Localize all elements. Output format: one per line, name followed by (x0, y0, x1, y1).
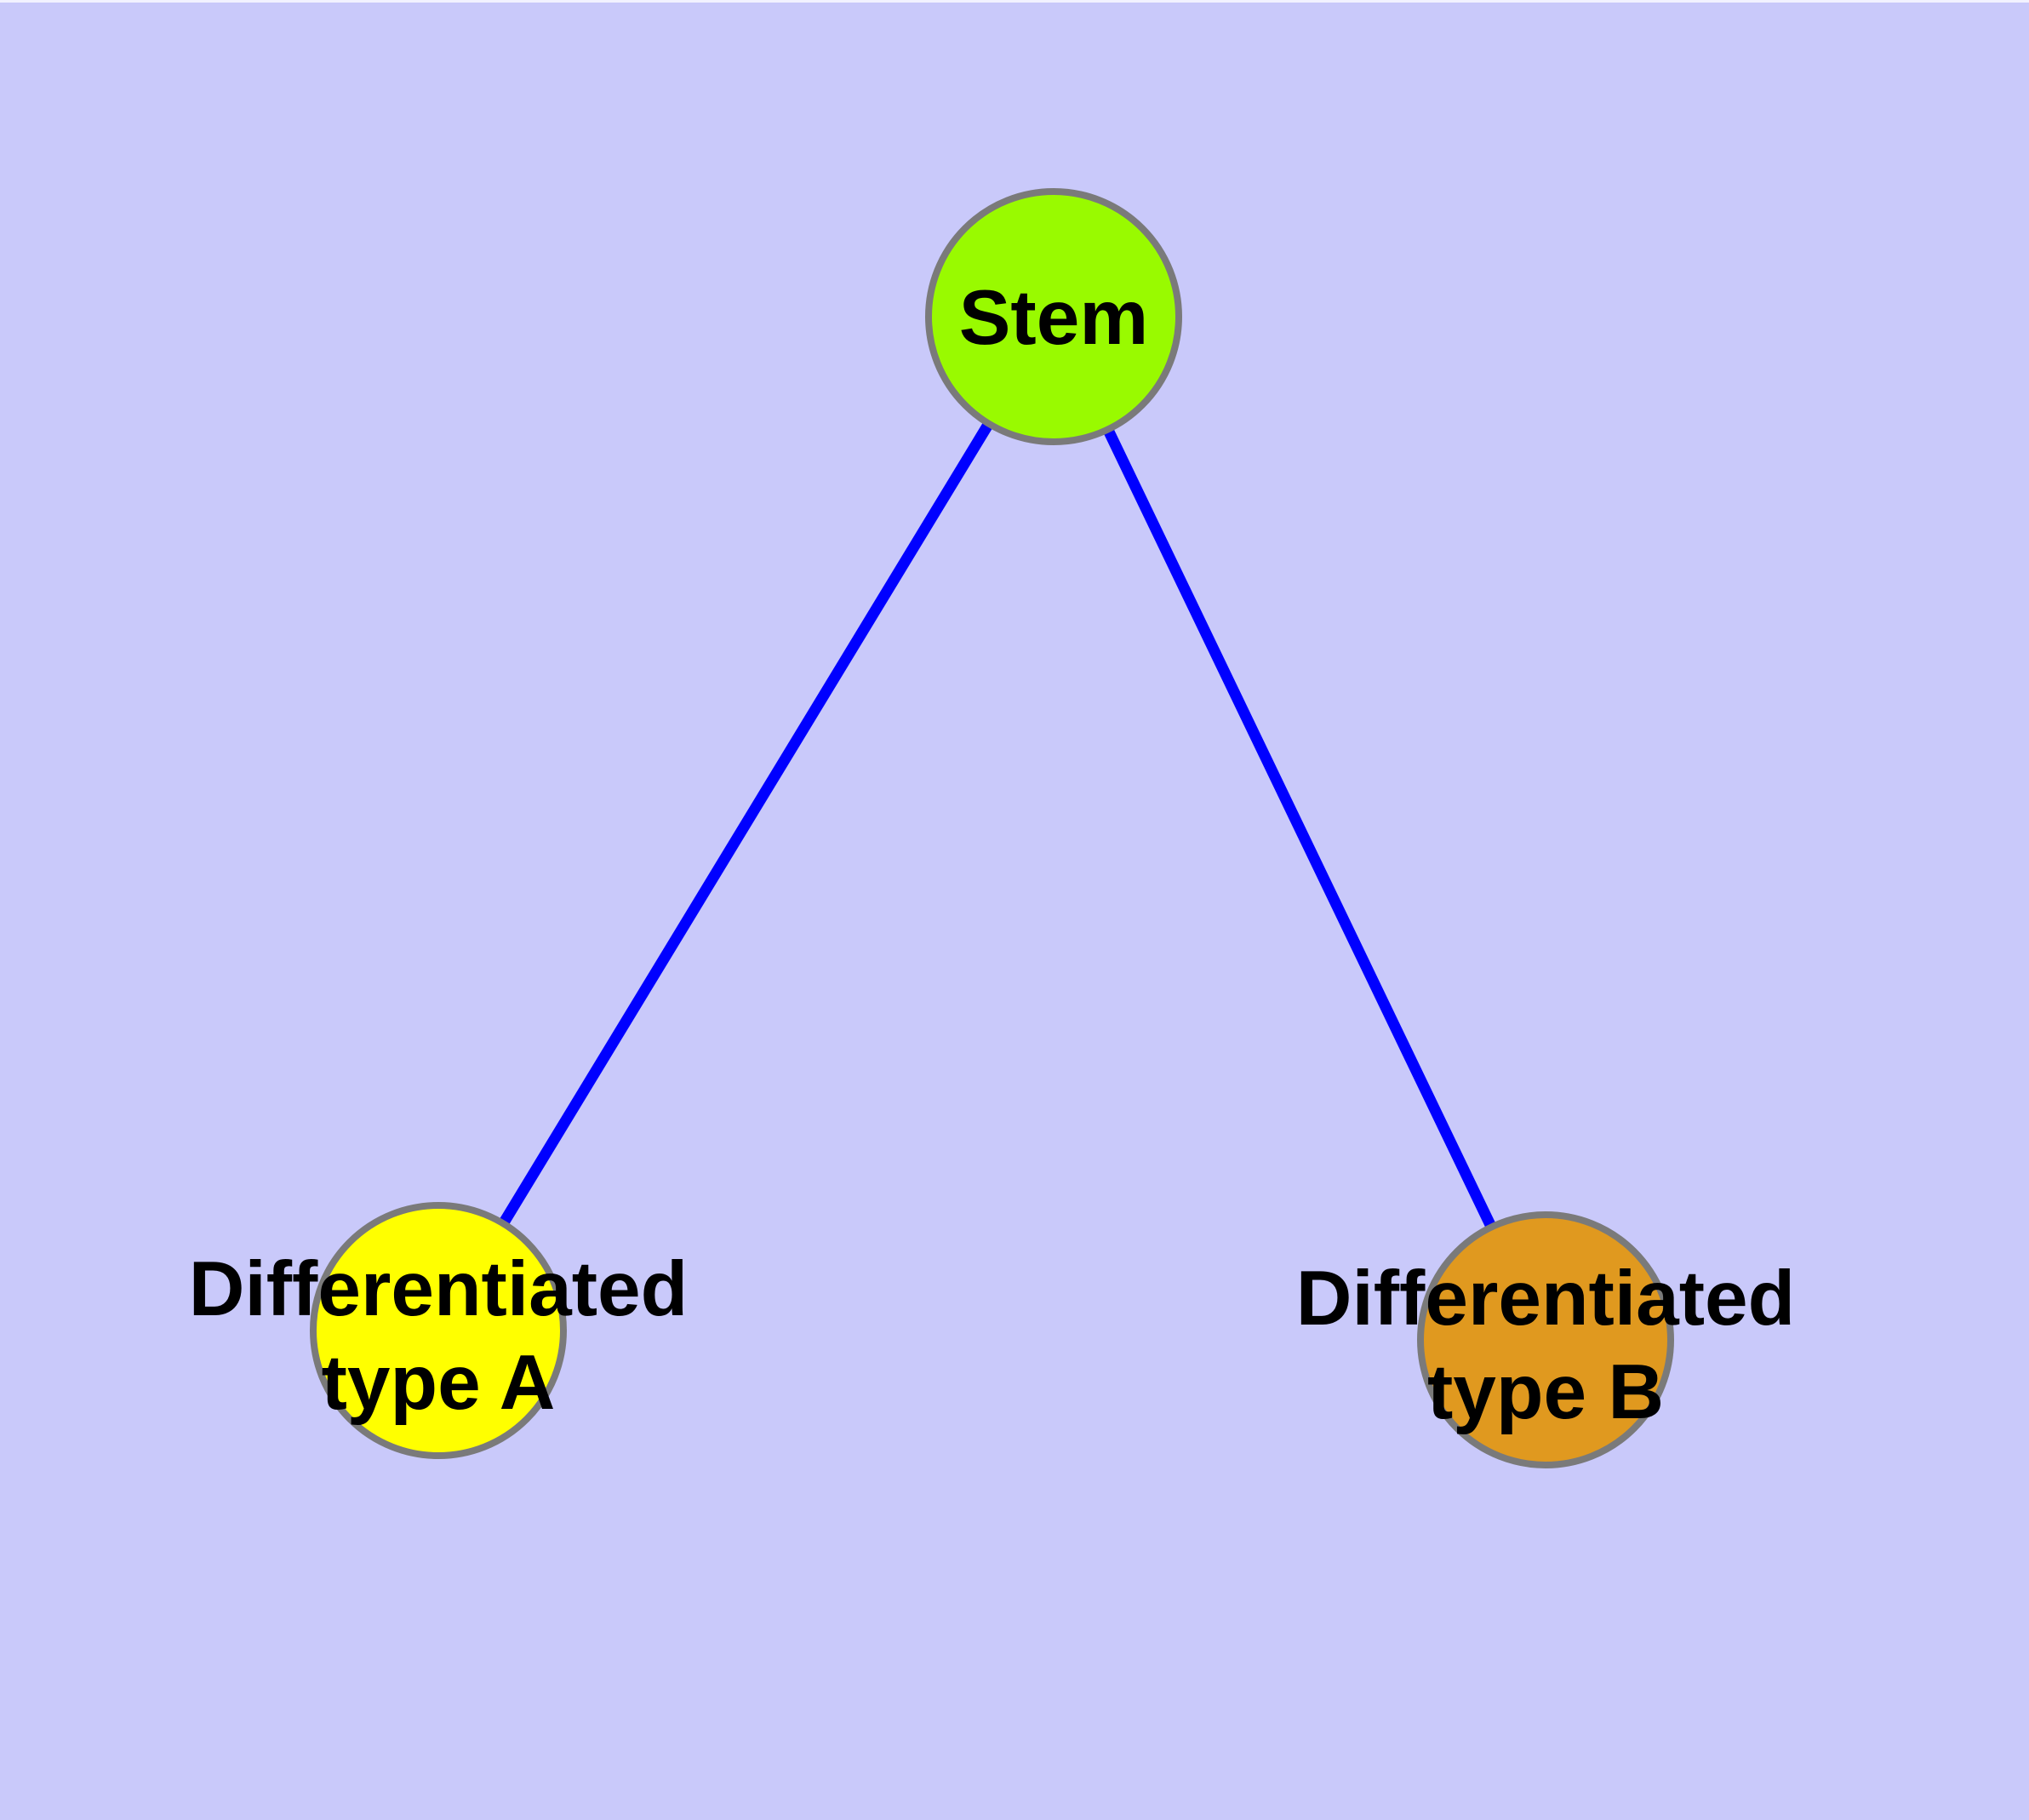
edge-stem-to-type-b (1049, 314, 1551, 1342)
node-differentiated-type-b-label-line2: type B (1427, 1349, 1664, 1435)
node-differentiated-type-b-circle[interactable] (1417, 1211, 1674, 1468)
node-stem-circle[interactable] (925, 188, 1182, 445)
edge-stem-to-type-a (433, 313, 1059, 1334)
node-differentiated-type-a-label-line2: type A (322, 1340, 556, 1426)
node-stem: Stem (925, 188, 1182, 445)
node-differentiated-type-a-label-line1: Differentiated (189, 1246, 689, 1332)
node-stem-label: Stem (959, 275, 1149, 361)
node-differentiated-type-a-circle[interactable] (310, 1202, 567, 1459)
node-differentiated-type-a: Differentiated type A (189, 1202, 689, 1459)
top-edge-highlight (0, 0, 2029, 3)
node-differentiated-type-b: Differentiated type B (1296, 1211, 1796, 1468)
node-differentiated-type-b-label-line1: Differentiated (1296, 1256, 1796, 1342)
